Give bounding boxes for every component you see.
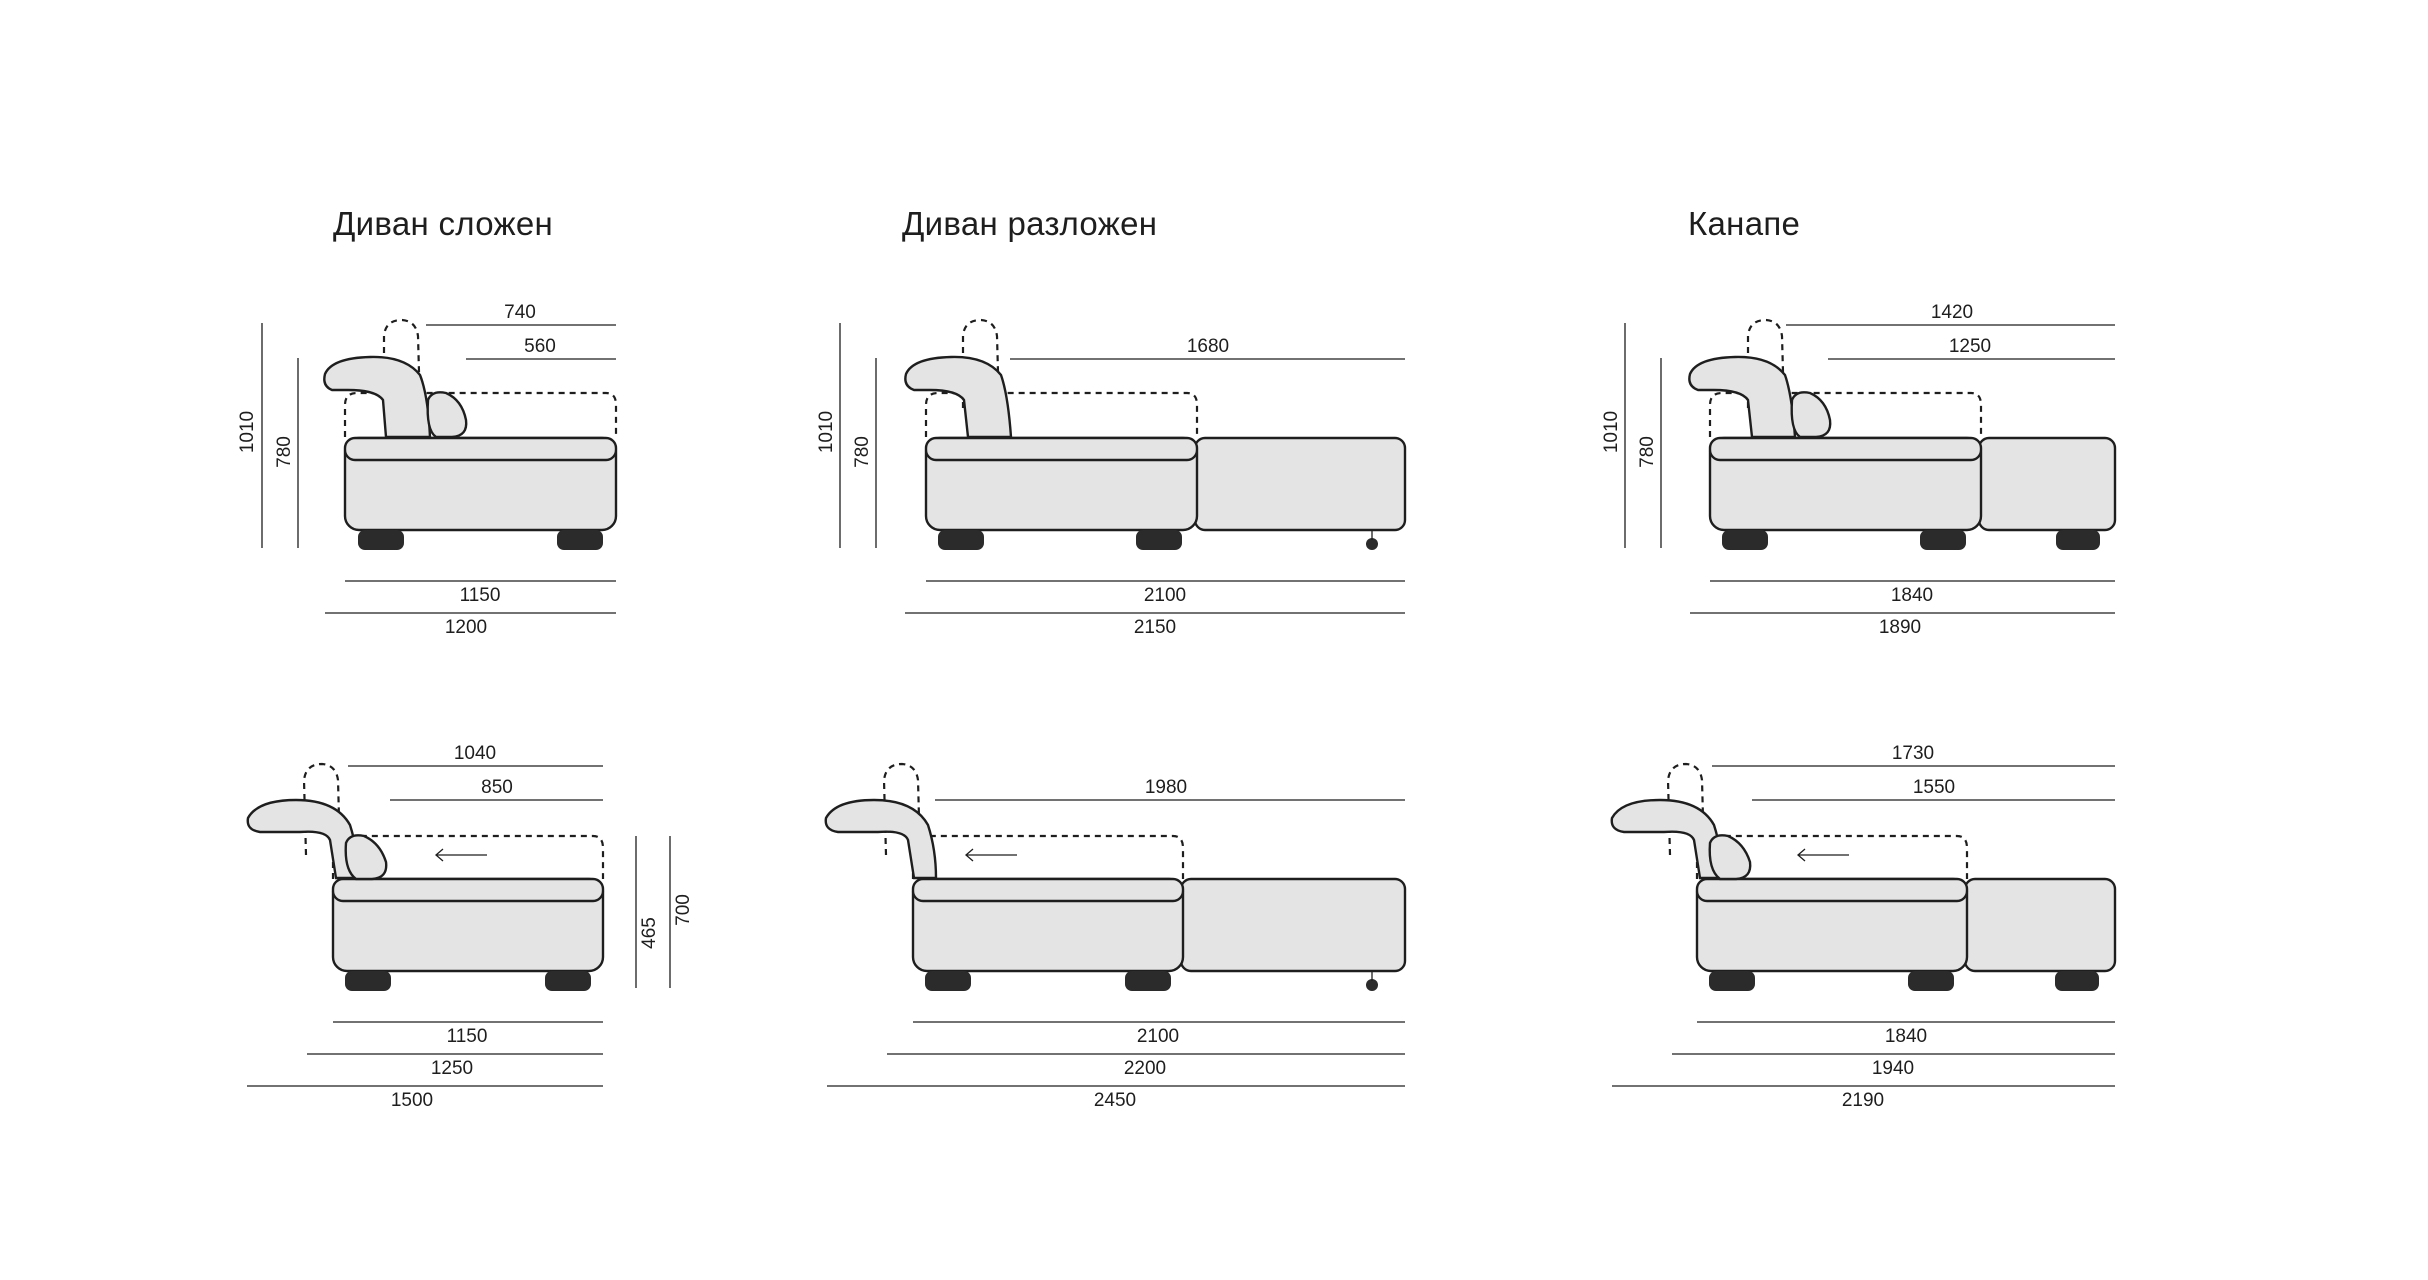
dim-kanape-top-1890: 1890 — [1879, 617, 1921, 638]
dim-folded-top-1200: 1200 — [445, 617, 487, 638]
dim-unfolded-bottom-1980: 1980 — [1145, 777, 1187, 798]
dim-kanape-top-1010: 1010 — [1601, 411, 1622, 453]
diagram-unfolded-top: 1680 1010 780 2100 2150 — [816, 318, 1407, 638]
dim-folded-top-1150: 1150 — [460, 585, 501, 606]
diagram-kanape-top: 1420 1250 1010 780 1840 1890 — [1601, 302, 2117, 638]
diagram-folded-bottom: 1040 850 465 700 1150 1250 1500 — [246, 743, 694, 1111]
dim-unfolded-bottom-2450: 2450 — [1094, 1090, 1136, 1111]
diagram-kanape-bottom: 1730 1550 1840 1940 2190 — [1610, 743, 2117, 1111]
title-folded: Диван сложен — [333, 205, 554, 242]
dim-unfolded-top-1680: 1680 — [1187, 336, 1229, 357]
dim-unfolded-bottom-2200: 2200 — [1124, 1058, 1166, 1079]
diagram-folded-top: 740 560 1010 780 1150 1200 — [237, 302, 618, 638]
dim-folded-bottom-850: 850 — [481, 777, 513, 798]
dim-folded-bottom-1040: 1040 — [454, 743, 496, 764]
dim-unfolded-bottom-2100: 2100 — [1137, 1026, 1179, 1047]
dim-folded-bottom-1150: 1150 — [447, 1026, 488, 1047]
dim-kanape-bottom-1940: 1940 — [1872, 1058, 1914, 1079]
dim-folded-bottom-1250: 1250 — [431, 1058, 473, 1079]
dim-unfolded-top-2100: 2100 — [1144, 585, 1186, 606]
title-kanape: Канапе — [1688, 205, 1801, 242]
title-unfolded: Диван разложен — [902, 205, 1158, 242]
dim-unfolded-top-1010: 1010 — [816, 411, 837, 453]
dim-kanape-top-780: 780 — [1637, 436, 1658, 468]
dim-folded-top-780: 780 — [274, 436, 295, 468]
dim-kanape-bottom-1730: 1730 — [1892, 743, 1934, 764]
diagram-unfolded-bottom: 1980 2100 2200 2450 — [824, 762, 1407, 1111]
dim-folded-top-740: 740 — [504, 302, 536, 323]
dim-kanape-top-1420: 1420 — [1931, 302, 1973, 323]
dim-folded-bottom-1500: 1500 — [391, 1090, 433, 1111]
dim-kanape-bottom-1550: 1550 — [1913, 777, 1955, 798]
dim-folded-top-560: 560 — [524, 336, 556, 357]
dim-kanape-bottom-2190: 2190 — [1842, 1090, 1884, 1111]
dim-folded-bottom-465: 465 — [639, 917, 660, 949]
dim-folded-bottom-700: 700 — [673, 894, 694, 926]
dim-kanape-bottom-1840: 1840 — [1885, 1026, 1927, 1047]
dim-unfolded-top-2150: 2150 — [1134, 617, 1176, 638]
dim-kanape-top-1250: 1250 — [1949, 336, 1991, 357]
dim-folded-top-1010: 1010 — [237, 411, 258, 453]
dim-kanape-top-1840: 1840 — [1891, 585, 1933, 606]
dim-unfolded-top-780: 780 — [852, 436, 873, 468]
